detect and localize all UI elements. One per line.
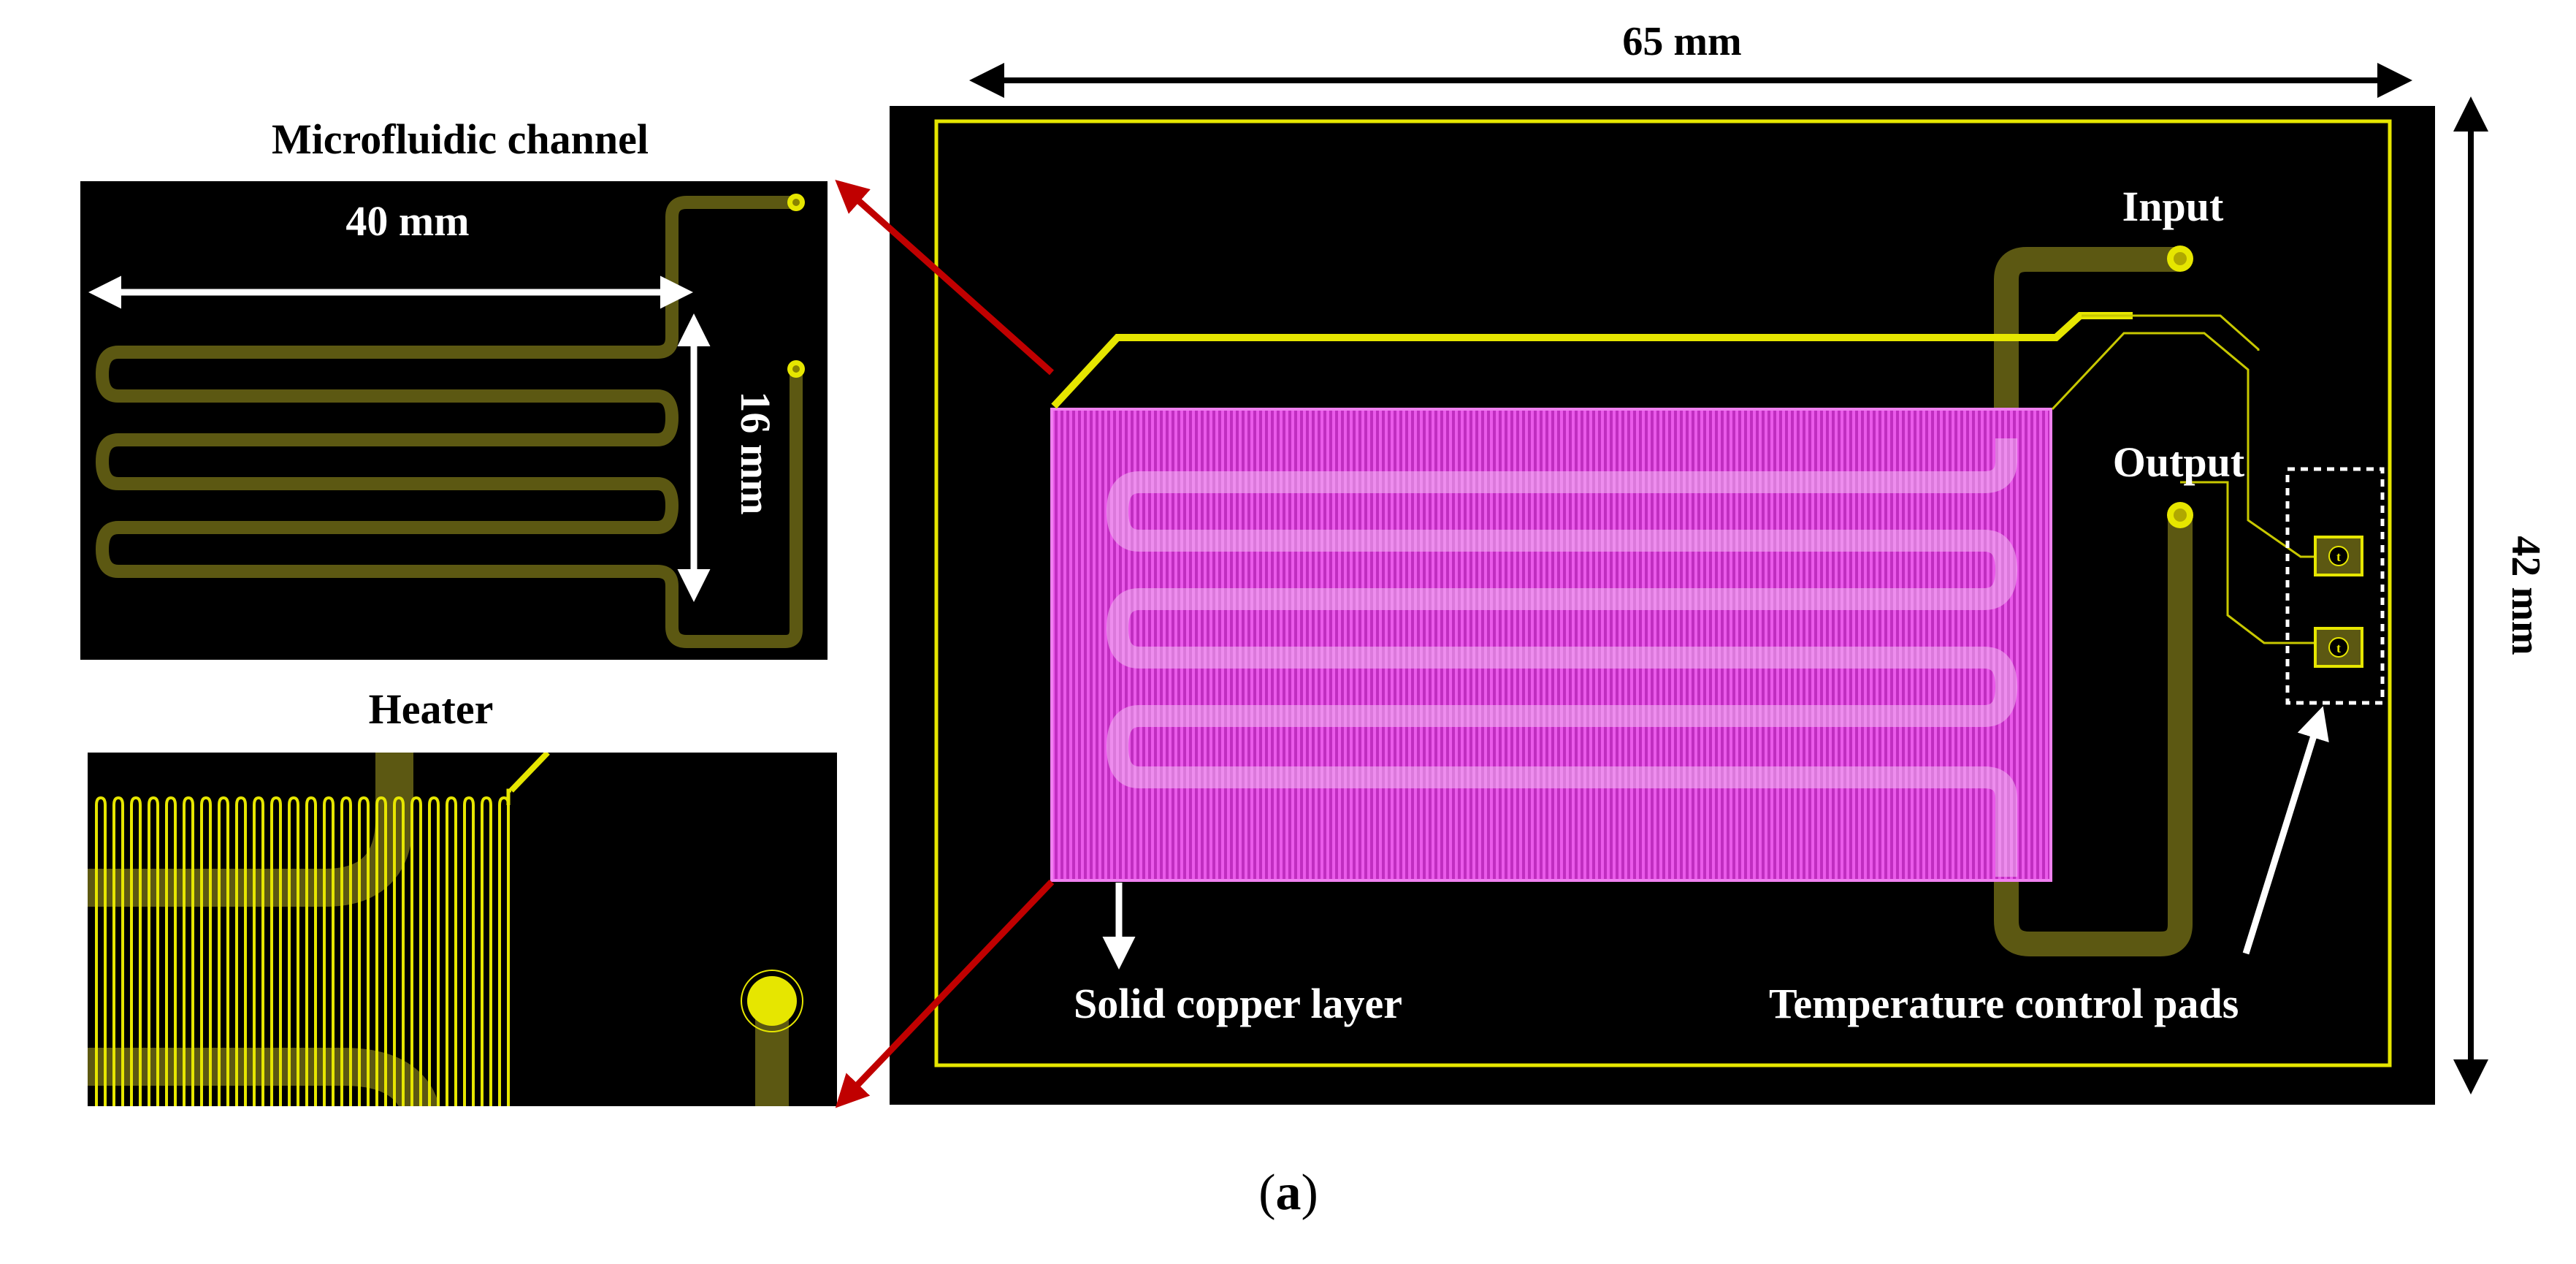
channel-inset-serpentine: [96, 196, 803, 648]
board-outline: [934, 119, 2392, 1067]
temp-pads-label: Temperature control pads: [1769, 980, 2239, 1027]
width-dimension-label: 65 mm: [1622, 19, 1741, 64]
height-dimension-label: 42 mm: [2503, 536, 2548, 655]
channel-inset-title: Microfluidic channel: [272, 115, 649, 163]
heater-inset-lead: [506, 788, 511, 805]
channel-through-heater: [1107, 438, 2017, 877]
temp-pads-outline: [2285, 467, 2385, 705]
heater-inset-comb: [96, 788, 517, 1106]
sensor-trace-lower: [2180, 481, 2334, 644]
sensor-trace-top: [2051, 332, 2334, 558]
figure-caption: (a): [1258, 1165, 1318, 1221]
input-label: Input: [2122, 183, 2224, 230]
heater-inset: [88, 753, 837, 1106]
sensor-trace-bottom: [2082, 314, 2260, 351]
copper-layer-label: Solid copper layer: [1074, 980, 1402, 1027]
heater-inset-pad: [747, 976, 797, 1026]
temp-pad-1: t: [2314, 536, 2363, 576]
heater-inset-title: Heater: [369, 685, 494, 733]
callout-arrow-channel: [835, 180, 1054, 376]
temp-pads-arrow: [2242, 706, 2329, 955]
channel-inset: [80, 181, 828, 660]
output-label: Output: [2113, 438, 2245, 486]
svg-text:t: t: [2336, 641, 2341, 655]
channel-width-label: 40 mm: [345, 197, 469, 245]
svg-text:t: t: [2336, 549, 2341, 564]
channel-height-label: 16 mm: [732, 391, 779, 514]
callout-arrow-heater: [835, 879, 1055, 1108]
temp-pad-2: t: [2314, 627, 2363, 668]
